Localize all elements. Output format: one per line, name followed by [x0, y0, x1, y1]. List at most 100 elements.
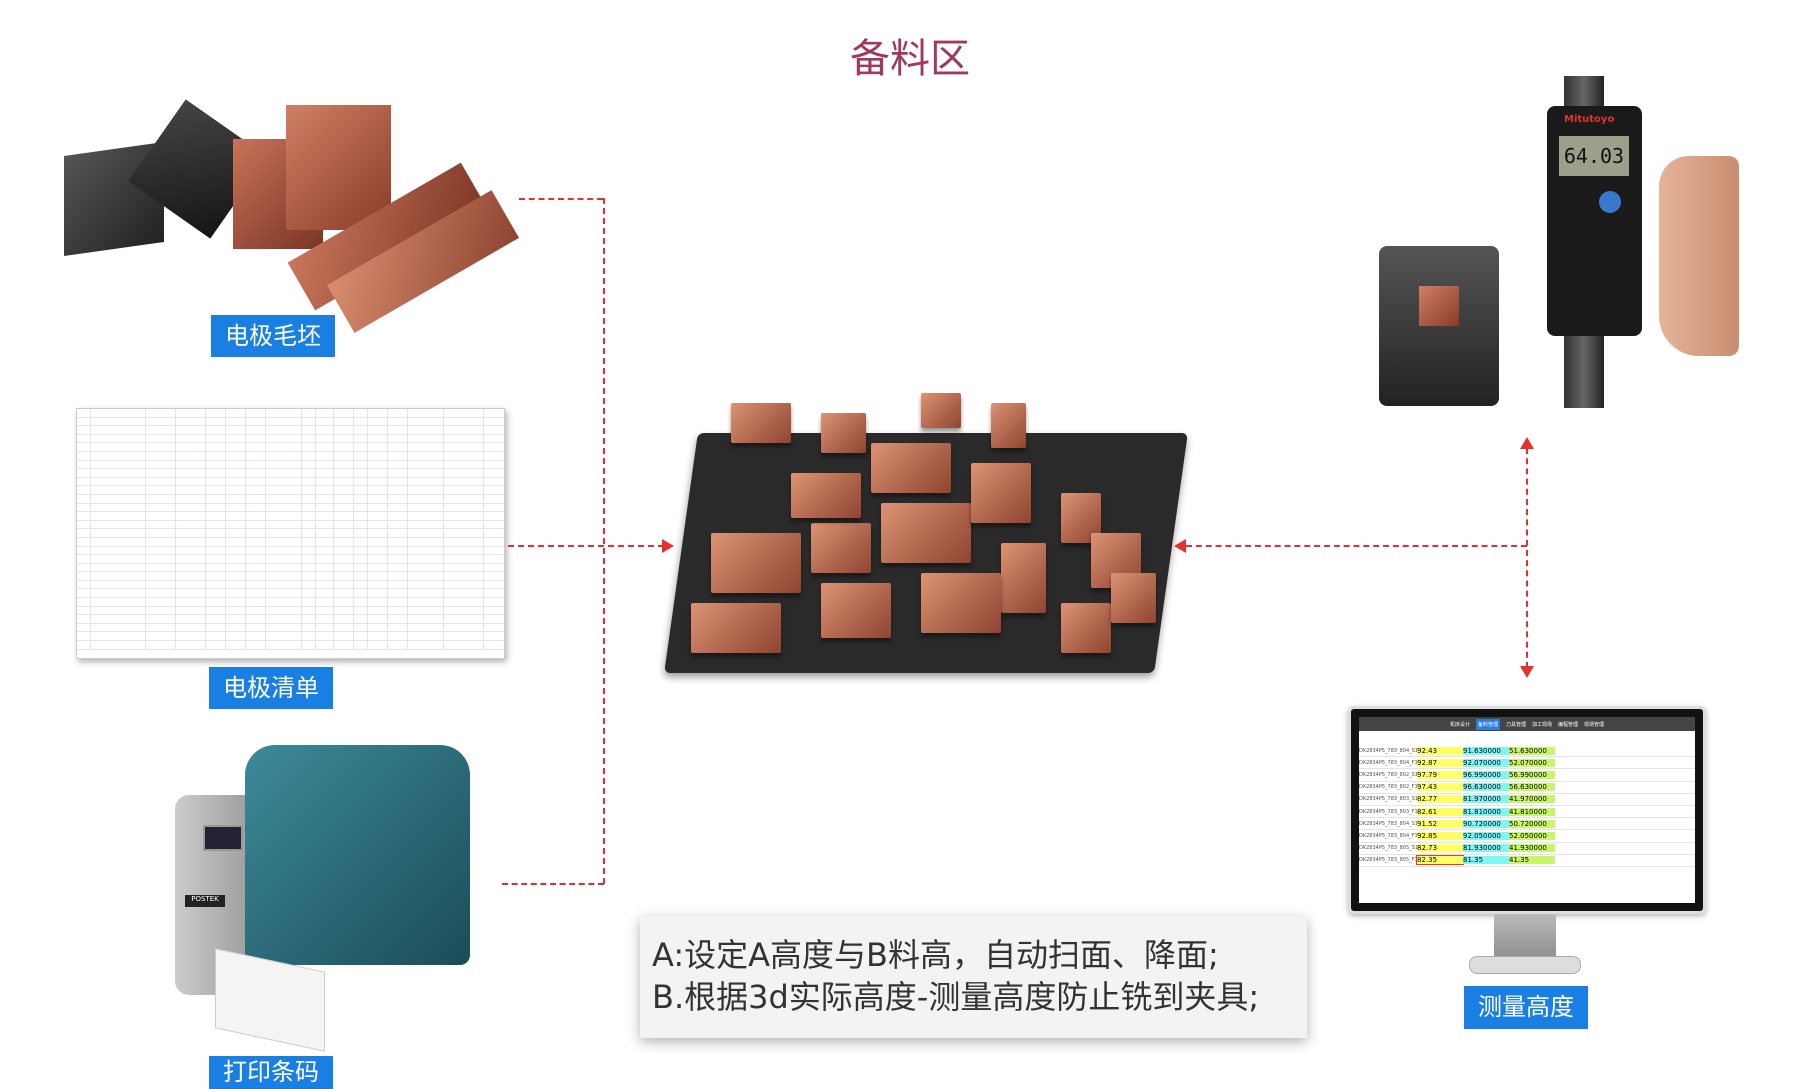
- sheet-row: [77, 615, 504, 624]
- gauge-reading: 64.03: [1559, 136, 1629, 176]
- tray-electrode-block: [811, 523, 871, 573]
- table-cell: 92.050000: [1463, 831, 1509, 840]
- label-print-barcode: 打印条码: [209, 1056, 333, 1089]
- table-cell: 82.77: [1417, 795, 1463, 804]
- table-cell: 96.630000: [1463, 783, 1509, 792]
- arrow-left-icon: [1174, 539, 1186, 553]
- tray-electrode-block: [991, 403, 1026, 448]
- printer-brand: POSTEK: [185, 895, 225, 907]
- electrode-tray-image: [664, 373, 1188, 683]
- table-cell: 82.73: [1417, 844, 1463, 853]
- software-tab-bar: 机床设计备料管理刀具管理加工现场编程管理现场管理: [1359, 717, 1695, 731]
- sheet-row: [77, 494, 504, 504]
- software-tab[interactable]: 机床设计: [1449, 721, 1470, 728]
- tray-electrode-block: [691, 603, 781, 653]
- tray-electrode-block: [1061, 603, 1111, 653]
- connector-vertical-right: [1526, 448, 1528, 668]
- table-cell: DK2834P5_783_805_S1: [1359, 845, 1417, 852]
- sheet-row: [77, 434, 504, 444]
- table-cell: 41.930000: [1509, 844, 1555, 853]
- monitor-base: [1469, 956, 1581, 974]
- sheet-row: [77, 512, 504, 521]
- sheet-row: [77, 641, 504, 650]
- table-cell: 92.43: [1417, 746, 1463, 755]
- table-cell: 81.970000: [1463, 795, 1509, 804]
- tray-electrode-block: [711, 533, 801, 593]
- note-line-a: A:设定A高度与B料高，自动扫面、降面;: [652, 936, 1219, 974]
- sheet-row: [77, 503, 504, 513]
- table-cell: DK2834P5_783_803_F1: [1359, 808, 1417, 815]
- barcode-printer-image: POSTEK: [175, 735, 478, 1052]
- sheet-row: [77, 520, 504, 530]
- software-tab[interactable]: 编程管理: [1558, 721, 1579, 728]
- sheet-row: [77, 443, 504, 452]
- tray-electrode-block: [1111, 573, 1156, 623]
- tray-electrode-block: [821, 413, 866, 453]
- sheet-row: [77, 409, 504, 418]
- sheet-row: [77, 469, 504, 478]
- software-tab[interactable]: 加工现场: [1532, 721, 1553, 728]
- sheet-row: [77, 580, 504, 590]
- sheet-row: [77, 563, 504, 573]
- software-tab[interactable]: 备料管理: [1475, 718, 1500, 730]
- tray-electrode-block: [881, 503, 971, 563]
- tray-electrode-block: [971, 463, 1031, 523]
- connector-raw: [519, 198, 603, 200]
- software-tab[interactable]: 刀具管理: [1505, 721, 1526, 728]
- sheet-row: [77, 537, 504, 547]
- tray-electrode-block: [731, 403, 791, 443]
- sheet-row: [77, 460, 504, 470]
- table-cell: DK2834P5_783_804_S1: [1359, 747, 1417, 754]
- connector-measure: [1186, 545, 1527, 547]
- table-cell: 82.35: [1416, 855, 1464, 866]
- software-tab[interactable]: 现场管理: [1584, 721, 1605, 728]
- table-cell: 81.35: [1463, 856, 1509, 865]
- note-line-b: B.根据3d实际高度-测量高度防止铣到夹具;: [652, 978, 1260, 1016]
- table-cell: 52.050000: [1509, 831, 1555, 840]
- sheet-row: [77, 417, 504, 427]
- connector-list: [508, 545, 664, 547]
- table-cell: 50.720000: [1509, 819, 1555, 828]
- table-cell: DK2834P5_783_804_F1: [1359, 759, 1417, 766]
- connector-printer: [502, 883, 604, 885]
- table-cell: 82.61: [1417, 807, 1463, 816]
- tray-electrode-block: [791, 473, 861, 518]
- table-cell: DK2834P5_783_802_S1: [1359, 771, 1417, 778]
- table-cell: 81.930000: [1463, 844, 1509, 853]
- table-cell: 52.070000: [1509, 758, 1555, 767]
- height-gauge-photo: Mitutoyo 64.03: [1359, 76, 1739, 408]
- label-measure-height: 测量高度: [1464, 986, 1588, 1029]
- table-cell: 90.720000: [1463, 819, 1509, 828]
- page-title: 备料区: [850, 36, 970, 82]
- measurement-software-monitor: 机床设计备料管理刀具管理加工现场编程管理现场管理 DK2834P5_783_80…: [1348, 706, 1706, 914]
- table-cell: 97.43: [1417, 783, 1463, 792]
- table-cell: 41.810000: [1509, 807, 1555, 816]
- arrow-up-icon: [1520, 437, 1534, 449]
- table-cell: 41.35: [1509, 856, 1555, 865]
- sheet-row: [77, 477, 504, 487]
- table-cell: 51.630000: [1509, 746, 1555, 755]
- arrow-right-icon: [662, 539, 674, 553]
- tray-electrode-block: [921, 393, 961, 428]
- table-cell: 91.52: [1417, 819, 1463, 828]
- table-cell: DK2834P5_783_805_F1: [1359, 857, 1417, 864]
- sheet-row: [77, 632, 504, 642]
- sheet-row: [77, 451, 504, 461]
- table-cell: DK2834P5_783_804_F1: [1359, 832, 1417, 839]
- tray-electrode-block: [921, 573, 1001, 633]
- table-cell: 91.630000: [1463, 746, 1509, 755]
- sheet-row: [77, 426, 504, 435]
- table-cell: 96.990000: [1463, 770, 1509, 779]
- sheet-row: [77, 486, 504, 495]
- table-cell: DK2834P5_783_803_S1: [1359, 796, 1417, 803]
